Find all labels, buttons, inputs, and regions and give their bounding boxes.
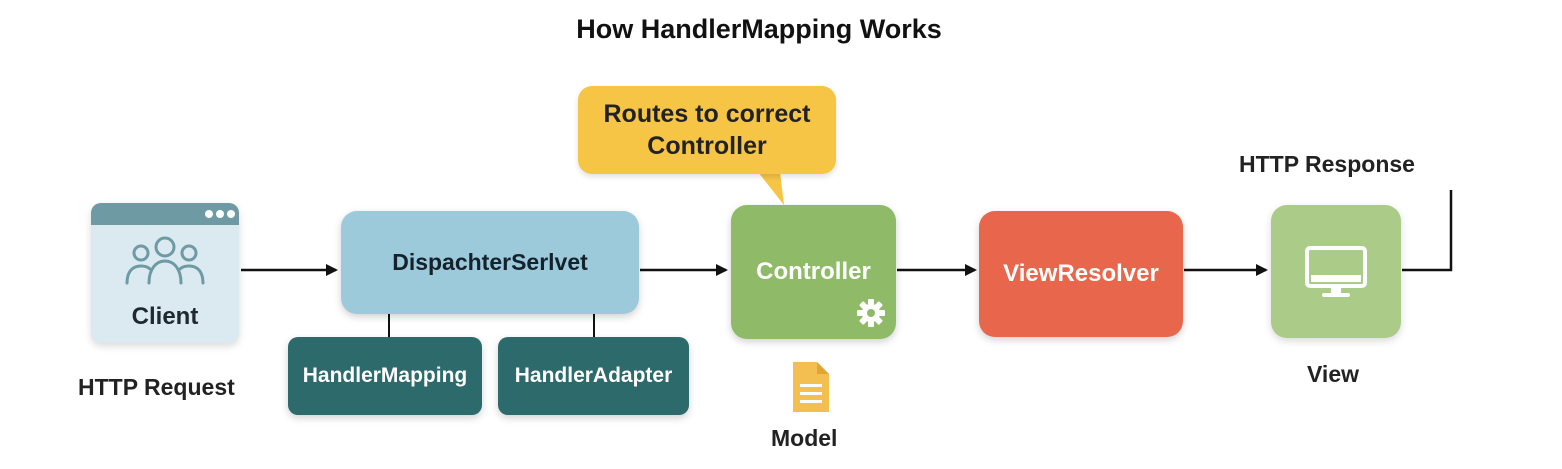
client-node: Client xyxy=(91,203,239,343)
view-node xyxy=(1271,205,1401,338)
handler-adapter-node: HandlerAdapter xyxy=(498,337,689,415)
callout-line-1: Routes to correct xyxy=(603,100,811,128)
controller-label: Controller xyxy=(756,258,871,285)
handler-mapping-node: HandlerMapping xyxy=(288,337,482,415)
controller-node: Controller xyxy=(731,205,896,339)
response-line xyxy=(1402,190,1453,272)
http-request-label: HTTP Request xyxy=(78,374,235,400)
callout-pointer xyxy=(758,172,784,205)
client-window-bar xyxy=(91,203,239,225)
diagram-title: How HandlerMapping Works xyxy=(576,14,942,44)
routing-callout: Routes to correct Controller xyxy=(578,86,836,174)
http-response-label: HTTP Response xyxy=(1239,151,1415,177)
callout-line-2: Controller xyxy=(647,132,767,160)
model-label: Model xyxy=(771,425,838,451)
view-resolver-node: ViewResolver xyxy=(979,211,1183,337)
window-dot-icon xyxy=(205,210,213,218)
client-label: Client xyxy=(131,303,199,330)
dispatcher-servlet-node: DispachterSerlvet xyxy=(341,211,639,314)
view-label: View xyxy=(1307,361,1359,387)
users-icon xyxy=(125,236,205,285)
window-dot-icon xyxy=(227,210,235,218)
monitor-icon xyxy=(1305,246,1367,297)
gear-icon xyxy=(857,299,885,327)
window-dot-icon xyxy=(216,210,224,218)
document-icon xyxy=(793,362,829,412)
